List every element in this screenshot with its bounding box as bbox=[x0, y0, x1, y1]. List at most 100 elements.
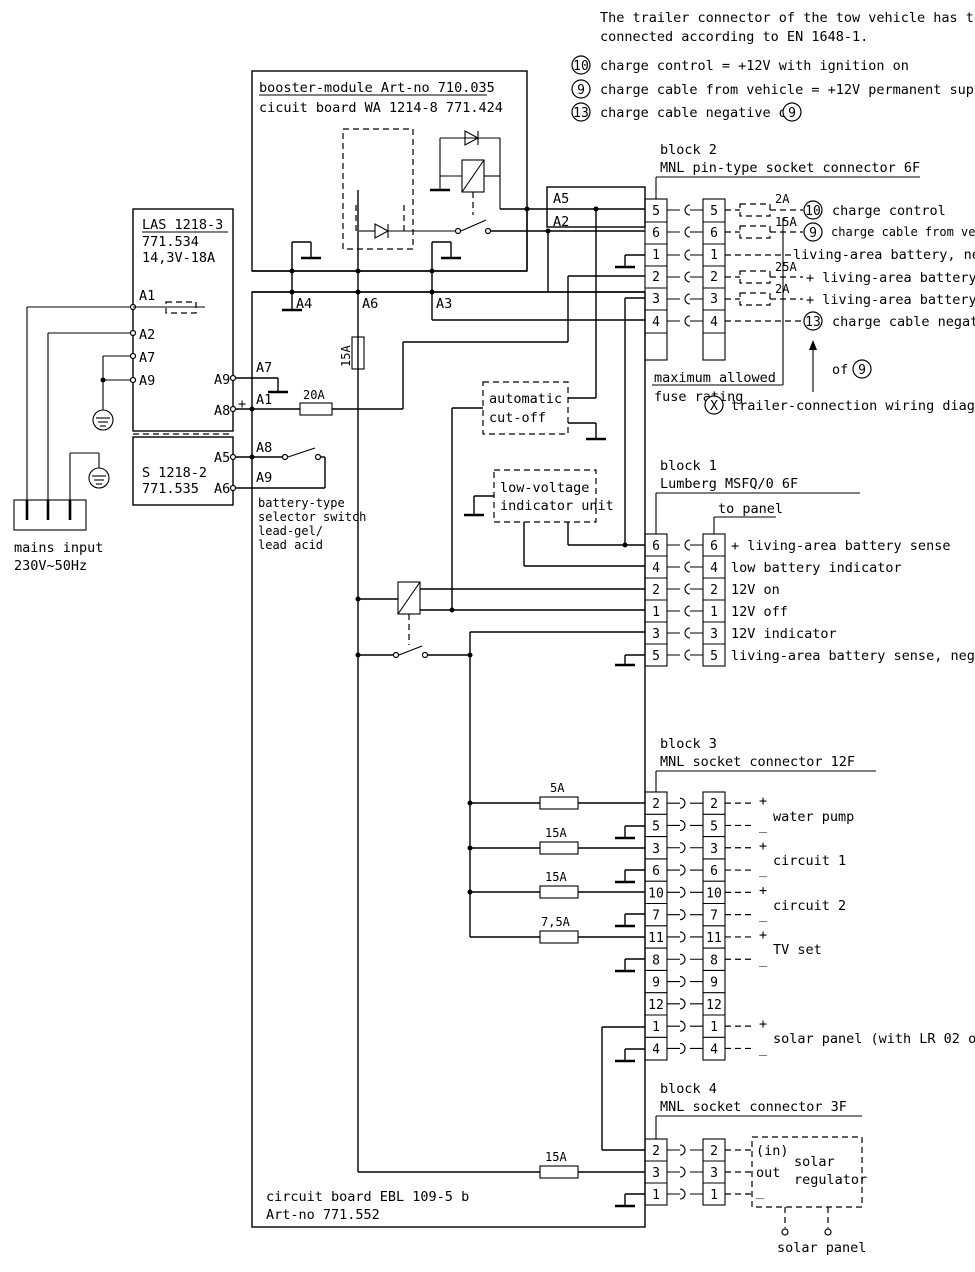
b4-regulator-2: regulator bbox=[794, 1172, 867, 1188]
note-ref-13: 13 bbox=[573, 106, 589, 121]
fuse-7-5a: 7,5A bbox=[541, 915, 571, 929]
b3-pin-1r: 1 bbox=[710, 1020, 718, 1035]
b4-pin-2r: 2 bbox=[710, 1144, 718, 1159]
lowvolt-label-2: indicator unit bbox=[500, 498, 614, 514]
b3-socket-symbol bbox=[667, 864, 703, 876]
las-charger: LAS 1218-3 771.534 14,3V-18A S 1218-2 77… bbox=[129, 208, 246, 506]
term-a4: A4 bbox=[296, 296, 312, 312]
ebl-board: circuit board EBL 109-5 b Art-no 771.552… bbox=[236, 186, 646, 1228]
b2-pin-5: 5 bbox=[652, 204, 660, 219]
term-plus: + bbox=[238, 396, 246, 412]
b3-pin-12r: 12 bbox=[706, 998, 722, 1013]
b1-pin-3r: 3 bbox=[710, 627, 718, 642]
note-line-1: The trailer connector of the tow vehicle… bbox=[600, 10, 975, 26]
b3-plus-sign: + bbox=[759, 1016, 767, 1032]
cutoff-label-2: cut-off bbox=[489, 410, 546, 426]
b3-plus-sign: + bbox=[759, 927, 767, 943]
selector-label-3: lead-gel/ bbox=[258, 524, 323, 538]
b4-pin-1: 1 bbox=[652, 1188, 660, 1203]
b1-label-sense-negative: living-area battery sense, negative bbox=[731, 648, 975, 664]
fuse-15a-c2: 15A bbox=[545, 870, 567, 884]
term-a7-las: A7 bbox=[139, 350, 155, 366]
ebl-title: circuit board EBL 109-5 b bbox=[266, 1189, 469, 1205]
b2-fuse-note-1: maximum allowed bbox=[654, 370, 776, 386]
b2-pin-6r: 6 bbox=[710, 226, 718, 241]
b3-socket-symbol bbox=[667, 976, 703, 988]
b1-pin-4r: 4 bbox=[710, 561, 718, 576]
b1-label-12v-on: 12V on bbox=[731, 582, 780, 598]
b1-pin-6r: 6 bbox=[710, 539, 718, 554]
las-name: LAS 1218-3 bbox=[142, 217, 223, 233]
b2-ref-9b: 9 bbox=[858, 363, 866, 378]
b3-load-circuit-1: circuit 1 bbox=[773, 853, 846, 869]
b3-socket-symbol bbox=[667, 819, 703, 831]
b2-pin-1: 1 bbox=[652, 248, 660, 263]
selector-label-4: lead acid bbox=[258, 538, 323, 552]
term-a9-out: A9 bbox=[214, 372, 230, 388]
b2-pin-1r: 1 bbox=[710, 248, 718, 263]
term-a5: A5 bbox=[553, 191, 569, 207]
b3-socket-symbol bbox=[667, 953, 703, 965]
b4-in: (in) bbox=[756, 1143, 789, 1159]
fuse-5a: 5A bbox=[550, 781, 565, 795]
b1-pin-2r: 2 bbox=[710, 583, 718, 598]
b1-label-sense: + living-area battery sense bbox=[731, 538, 950, 554]
cutoff-label-1: automatic bbox=[489, 391, 562, 407]
header-note: The trailer connector of the tow vehicle… bbox=[571, 10, 975, 122]
b3-pin-2: 2 bbox=[652, 797, 660, 812]
note-charge-cable: charge cable from vehicle = +12V permane… bbox=[600, 82, 975, 98]
block1-subtitle: Lumberg MSFQ/0 6F bbox=[660, 476, 798, 492]
b2-label-negative: living-area battery, negative bbox=[793, 247, 975, 263]
term-a6-sel: A6 bbox=[214, 481, 230, 497]
b3-plus-sign: + bbox=[759, 793, 767, 809]
b2-pin-2: 2 bbox=[652, 270, 660, 285]
b2-pin-3r: 3 bbox=[710, 292, 718, 307]
b1-label-12v-off: 12V off bbox=[731, 604, 788, 620]
b2-pin-6: 6 bbox=[652, 226, 660, 241]
block-1: block 1 Lumberg MSFQ/0 6F to panel 6 6 4… bbox=[644, 458, 975, 667]
booster-module: booster-module Art-no 710.035 cicuit boa… bbox=[251, 70, 645, 272]
b4-pin-3r: 3 bbox=[710, 1166, 718, 1181]
block4-title: block 4 bbox=[660, 1081, 717, 1097]
note-line-2: connected according to EN 1648-1. bbox=[600, 29, 868, 45]
term-a8-out: A8 bbox=[214, 403, 230, 419]
b2-ref-10: 10 bbox=[805, 204, 821, 219]
note-ref-10: 10 bbox=[573, 59, 589, 74]
b3-socket-symbol bbox=[667, 998, 703, 1010]
b2-pin-4: 4 bbox=[652, 315, 660, 330]
b3-load-tv: TV set bbox=[773, 942, 822, 958]
term-a1: A1 bbox=[256, 392, 272, 408]
b3-minus-sign: _ bbox=[759, 817, 768, 833]
b3-socket-symbol bbox=[667, 886, 703, 898]
block4-subtitle: MNL socket connector 3F bbox=[660, 1099, 847, 1115]
b2-ref-13: 13 bbox=[805, 315, 821, 330]
block3-title: block 3 bbox=[660, 736, 717, 752]
mains-input: mains input 230V~50Hz bbox=[13, 306, 130, 574]
term-a6: A6 bbox=[362, 296, 378, 312]
b3-socket-symbol bbox=[667, 1020, 703, 1032]
term-a9: A9 bbox=[256, 470, 272, 486]
b3-socket-symbol bbox=[667, 1042, 703, 1054]
term-a1-las: A1 bbox=[139, 288, 155, 304]
b3-pin-9: 9 bbox=[652, 976, 660, 991]
b4-out: out bbox=[756, 1165, 780, 1181]
b1-pin-1r: 1 bbox=[710, 605, 718, 620]
b3-minus-sign: _ bbox=[759, 951, 768, 967]
b3-pin-3r: 3 bbox=[710, 842, 718, 857]
block-3: block 3 MNL socket connector 12F bbox=[644, 736, 876, 1061]
b2-label-living-battery: + living-area battery bbox=[806, 270, 975, 286]
b3-pin-3: 3 bbox=[652, 842, 660, 857]
term-a9-las: A9 bbox=[139, 373, 155, 389]
b3-pin-7r: 7 bbox=[710, 909, 718, 924]
block3-loads: water pump circuit 1 circuit 2 TV set so… bbox=[773, 809, 975, 1047]
block3-subtitle: MNL socket connector 12F bbox=[660, 754, 855, 770]
b3-plus-sign: + bbox=[759, 882, 767, 898]
b3-minus-sign: _ bbox=[759, 1040, 768, 1056]
note-ref-9b: 9 bbox=[788, 106, 796, 121]
block1-title: block 1 bbox=[660, 458, 717, 474]
b3-pin-11r: 11 bbox=[706, 931, 722, 946]
b2-label-charge-cable: charge cable from vehicle bbox=[831, 225, 975, 239]
b3-minus-sign: _ bbox=[759, 907, 768, 923]
b2-label-charge-negative: charge cable negative bbox=[832, 314, 975, 330]
